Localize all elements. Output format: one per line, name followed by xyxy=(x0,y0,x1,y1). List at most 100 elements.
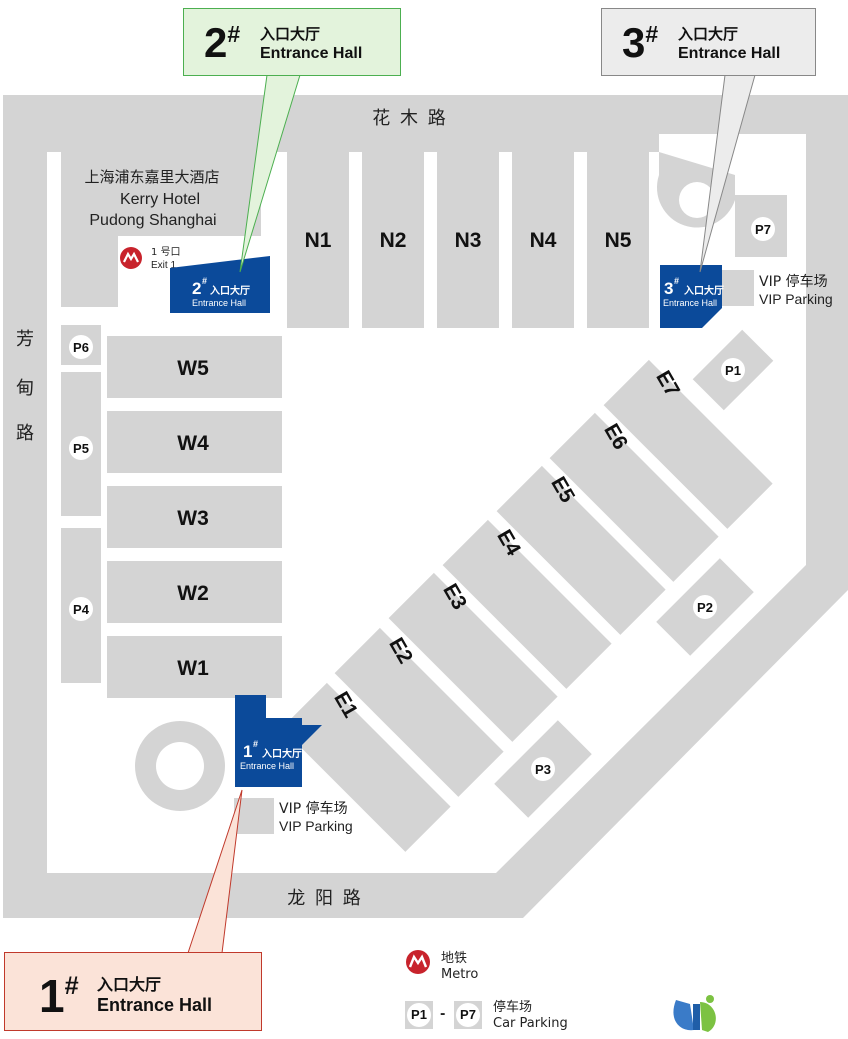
entrance-hall-3-en: Entrance Hall xyxy=(663,298,717,308)
hall-w5-label: W5 xyxy=(177,357,209,380)
hall-e3[interactable] xyxy=(388,572,558,742)
exit-label-cn: 1 号口 xyxy=(151,246,181,258)
hall-w1-label: W1 xyxy=(177,657,209,680)
callout-1-num-value: 1 xyxy=(39,970,65,1022)
entrance-hall-2-cn: 入口大厅 xyxy=(210,284,250,297)
legend-parking-from: P1 xyxy=(405,1001,433,1029)
hall-n5[interactable] xyxy=(587,152,649,328)
hall-w2-label: W2 xyxy=(177,582,209,605)
road-west-label-2: 甸 xyxy=(16,378,34,399)
p3-label: P3 xyxy=(535,762,551,777)
hall-w4[interactable] xyxy=(107,411,282,473)
entrance-hall-2[interactable] xyxy=(170,256,270,313)
road-north-label: 花 木 路 xyxy=(372,108,447,129)
entrance-hall-3[interactable] xyxy=(660,265,722,328)
callout-2-num-sup: # xyxy=(227,21,241,48)
metro-icon-glyph xyxy=(123,251,139,263)
metro-exit-1[interactable]: 1 号口 Exit 1 xyxy=(120,246,181,271)
hotel-name-en1: Kerry Hotel xyxy=(120,191,200,208)
vip-south-en: VIP Parking xyxy=(279,818,353,834)
hall-w3-label: W3 xyxy=(177,507,209,530)
hotel-name-en2: Pudong Shanghai xyxy=(89,212,216,229)
entrance-hall-3-cn: 入口大厅 xyxy=(684,284,724,297)
hall-n1-label: N1 xyxy=(305,229,332,252)
hall-e5[interactable] xyxy=(496,465,666,635)
callout-1-num: 1# xyxy=(39,969,79,1023)
vip-parking-north-area[interactable] xyxy=(722,270,754,306)
callout-1-en: Entrance Hall xyxy=(97,995,213,1015)
hall-w4-label: W4 xyxy=(177,432,209,455)
p5-label: P5 xyxy=(73,441,89,456)
hall-w2[interactable] xyxy=(107,561,282,623)
hall-n2-label: N2 xyxy=(380,229,407,252)
entrance-hall-1-en: Entrance Hall xyxy=(240,761,294,771)
west-halls: W5 W4 W3 W2 W1 xyxy=(107,336,282,698)
p2-badge xyxy=(693,595,717,619)
hall-e2[interactable] xyxy=(334,627,504,797)
callout-1-cn: 入口大厅 xyxy=(97,975,162,994)
legend-parking-cn: 停车场 xyxy=(493,1000,533,1015)
p3-badge xyxy=(531,757,555,781)
legend-metro-en: Metro xyxy=(441,967,479,982)
p1-label: P1 xyxy=(725,363,741,378)
p1-badge xyxy=(721,358,745,382)
legend-parking-en: Car Parking xyxy=(493,1016,568,1031)
hall-e4[interactable] xyxy=(442,519,612,689)
brand-logo-icon xyxy=(673,995,716,1032)
vip-south-cn: VIP 停车场 xyxy=(279,800,348,817)
entrance-hall-3-sup: # xyxy=(674,276,679,286)
callout-3-cn: 入口大厅 xyxy=(678,25,739,43)
entrance-hall-3-label: 3 # 入口大厅 Entrance Hall xyxy=(663,276,724,308)
p4-badge xyxy=(69,597,93,621)
p6-badge xyxy=(69,335,93,359)
callout-3-en: Entrance Hall xyxy=(678,45,781,62)
hall-e7[interactable] xyxy=(603,359,773,529)
entrance-hall-2-sup: # xyxy=(202,276,207,286)
callout-2-num: 2# xyxy=(204,19,240,67)
parking-labels: P6 P5 P4 P7 xyxy=(69,217,775,621)
entrance-hall-1-sup: # xyxy=(253,739,258,749)
p4-label: P4 xyxy=(73,602,90,617)
hall-n3-label: N3 xyxy=(455,229,482,252)
hall-e6[interactable] xyxy=(549,412,719,582)
exit-label-en: Exit 1 xyxy=(151,260,176,271)
callout-3-num-sup: # xyxy=(645,21,659,48)
p7-badge xyxy=(751,217,775,241)
hall-w3[interactable] xyxy=(107,486,282,548)
hall-e1[interactable] xyxy=(281,682,451,852)
entrance-hall-1[interactable] xyxy=(235,695,322,787)
hall-n1[interactable] xyxy=(287,152,349,328)
hall-n3[interactable] xyxy=(437,152,499,328)
callout-entrance-2[interactable]: 2# 入口大厅 Entrance Hall xyxy=(183,8,401,76)
hall-n2[interactable] xyxy=(362,152,424,328)
callout-1-pointer xyxy=(187,789,243,954)
legend-parking-to-label: P7 xyxy=(456,1003,480,1027)
hotel-name-cn: 上海浦东嘉里大酒店 xyxy=(84,168,219,186)
callout-3-num: 3# xyxy=(622,19,658,67)
road-west-label-1: 芳 xyxy=(16,329,34,350)
road-west-label-3: 路 xyxy=(16,423,34,444)
p5-badge xyxy=(69,436,93,460)
callout-2-en: Entrance Hall xyxy=(260,45,363,62)
hall-n5-label: N5 xyxy=(605,229,632,252)
legend-parking-to: P7 xyxy=(454,1001,482,1029)
callout-3-num-value: 3 xyxy=(622,19,646,66)
callout-entrance-3[interactable]: 3# 入口大厅 Entrance Hall xyxy=(601,8,816,76)
vip-north-cn: VIP 停车场 xyxy=(759,273,828,290)
hall-w1[interactable] xyxy=(107,636,282,698)
legend-metro-glyph xyxy=(408,954,428,968)
callout-entrance-1[interactable]: 1# 入口大厅 Entrance Hall xyxy=(4,952,262,1031)
roundabout-southwest xyxy=(135,721,225,811)
entrance-hall-2-en: Entrance Hall xyxy=(192,298,246,308)
north-halls: N1 N2 N3 N4 N5 xyxy=(287,152,649,328)
inner-road-north xyxy=(47,134,659,152)
p6-label: P6 xyxy=(73,340,89,355)
hall-w5[interactable] xyxy=(107,336,282,398)
entrance-hall-3-num: 3 xyxy=(664,279,673,298)
entrance-hall-1-label: 1 # 入口大厅 Entrance Hall xyxy=(240,739,302,771)
hall-n4[interactable] xyxy=(512,152,574,328)
entrance-hall-1-num: 1 xyxy=(243,742,252,761)
